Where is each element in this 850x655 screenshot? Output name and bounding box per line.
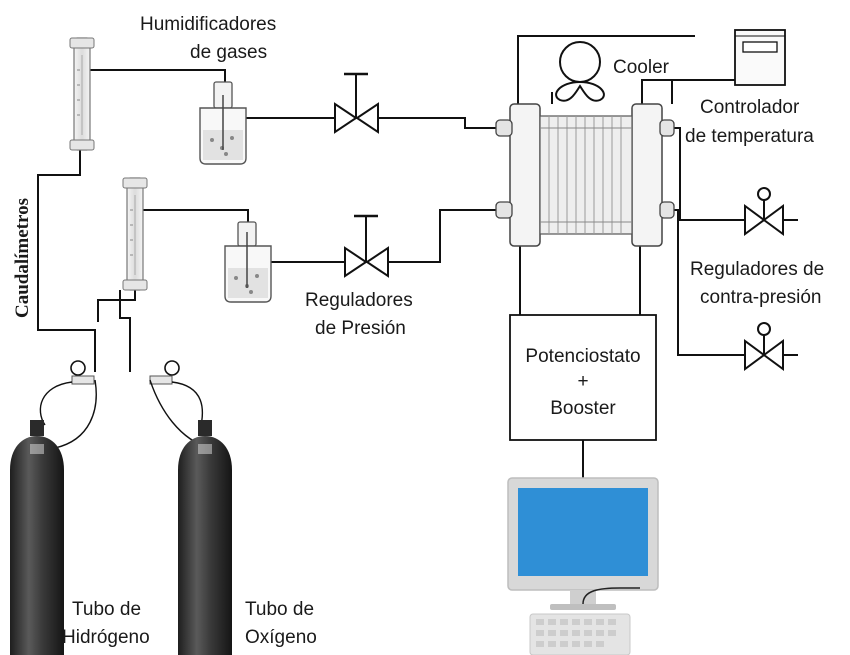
controller-label-line2: de temperatura	[685, 126, 814, 147]
cylinder-regulator-1	[39, 360, 97, 449]
potentiostat-label-line3: Booster	[550, 398, 616, 419]
cooler-fan-icon	[555, 41, 605, 102]
hydrogen-tank-label-line1: Tubo de	[72, 599, 141, 620]
pressure-valve-1	[334, 72, 379, 134]
temperature-controller	[734, 29, 786, 86]
back-pressure-valve-1	[744, 187, 784, 236]
potentiostat-label-line1: Potenciostato	[525, 346, 640, 367]
oxygen-tank-label-line1: Tubo de	[245, 599, 314, 620]
cooler-label: Cooler	[613, 57, 670, 78]
flowmeters-label: Caudalímetros	[12, 198, 33, 318]
humidifier-1	[199, 81, 247, 165]
pressure-regulators-label-line1: Reguladores	[305, 290, 413, 311]
potentiostat-box	[509, 314, 657, 441]
potentiostat-label-line2: +	[577, 371, 588, 392]
oxygen-tank-label-line2: Oxígeno	[245, 627, 317, 648]
hydrogen-cylinder	[10, 420, 64, 655]
humidifiers-label-line1: Humidificadores	[140, 14, 276, 35]
flowmeter-2	[122, 177, 148, 291]
pressure-regulators-label-line2: de Presión	[315, 318, 406, 339]
hydrogen-tank-label-line2: Hidrógeno	[62, 627, 150, 648]
back-pressure-valve-2	[744, 322, 784, 371]
humidifier-2	[224, 221, 272, 303]
oxygen-cylinder	[178, 420, 232, 655]
flowmeter-1	[69, 37, 95, 151]
controller-label-line1: Controlador	[700, 97, 800, 118]
pipe-lines	[37, 35, 798, 478]
humidifiers-label-line2: de gases	[190, 42, 267, 63]
pressure-valve-2	[344, 214, 389, 278]
computer-icon	[507, 477, 659, 655]
fuel-cell-stack	[495, 103, 675, 247]
back-pressure-regulators-label-line1: Reguladores de	[690, 259, 824, 280]
back-pressure-regulators-label-line2: contra-presión	[700, 287, 821, 308]
